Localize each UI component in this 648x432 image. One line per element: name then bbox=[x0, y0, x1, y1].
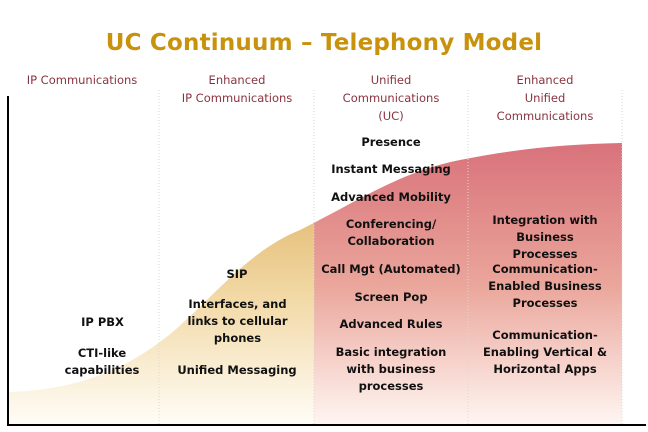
item-interfaces-links-cellular: Interfaces, and links to cellular phones bbox=[187, 297, 288, 345]
continuum-curve-area-gold bbox=[8, 222, 314, 425]
item-communication-enabling-apps: Communication-Enabling Vertical & Horizo… bbox=[482, 328, 608, 376]
item-unified-messaging: Unified Messaging bbox=[177, 363, 297, 377]
column-heading-ip-communications: IP Communications bbox=[26, 73, 138, 87]
item-presence: Presence bbox=[361, 135, 421, 149]
item-ip-pbx: IP PBX bbox=[81, 315, 124, 329]
column-heading-enhanced-unified-communications: Enhanced Unified Communications bbox=[496, 73, 594, 123]
item-sip: SIP bbox=[226, 267, 248, 281]
item-basic-integration: Basic integration with business processe… bbox=[335, 345, 447, 393]
item-cti-like-capabilities: CTI-like capabilities bbox=[64, 346, 140, 377]
column-heading-unified-communications: Unified Communications (UC) bbox=[342, 73, 440, 123]
column-heading-enhanced-ip-communications: Enhanced IP Communications bbox=[181, 73, 293, 105]
item-instant-messaging: Instant Messaging bbox=[331, 162, 451, 176]
item-advanced-mobility: Advanced Mobility bbox=[331, 190, 451, 204]
item-communication-enabled-bp: Communication-Enabled Business Processes bbox=[488, 262, 602, 310]
item-call-mgt-automated: Call Mgt (Automated) bbox=[321, 262, 461, 276]
item-conferencing-collaboration: Conferencing/ Collaboration bbox=[345, 217, 437, 248]
diagram-title: UC Continuum – Telephony Model bbox=[105, 30, 543, 56]
item-screen-pop: Screen Pop bbox=[354, 290, 428, 304]
continuum-curve-area-rose bbox=[314, 143, 622, 425]
item-integration-business-processes: Integration with Business Processes bbox=[492, 213, 598, 261]
item-advanced-rules: Advanced Rules bbox=[339, 317, 443, 331]
